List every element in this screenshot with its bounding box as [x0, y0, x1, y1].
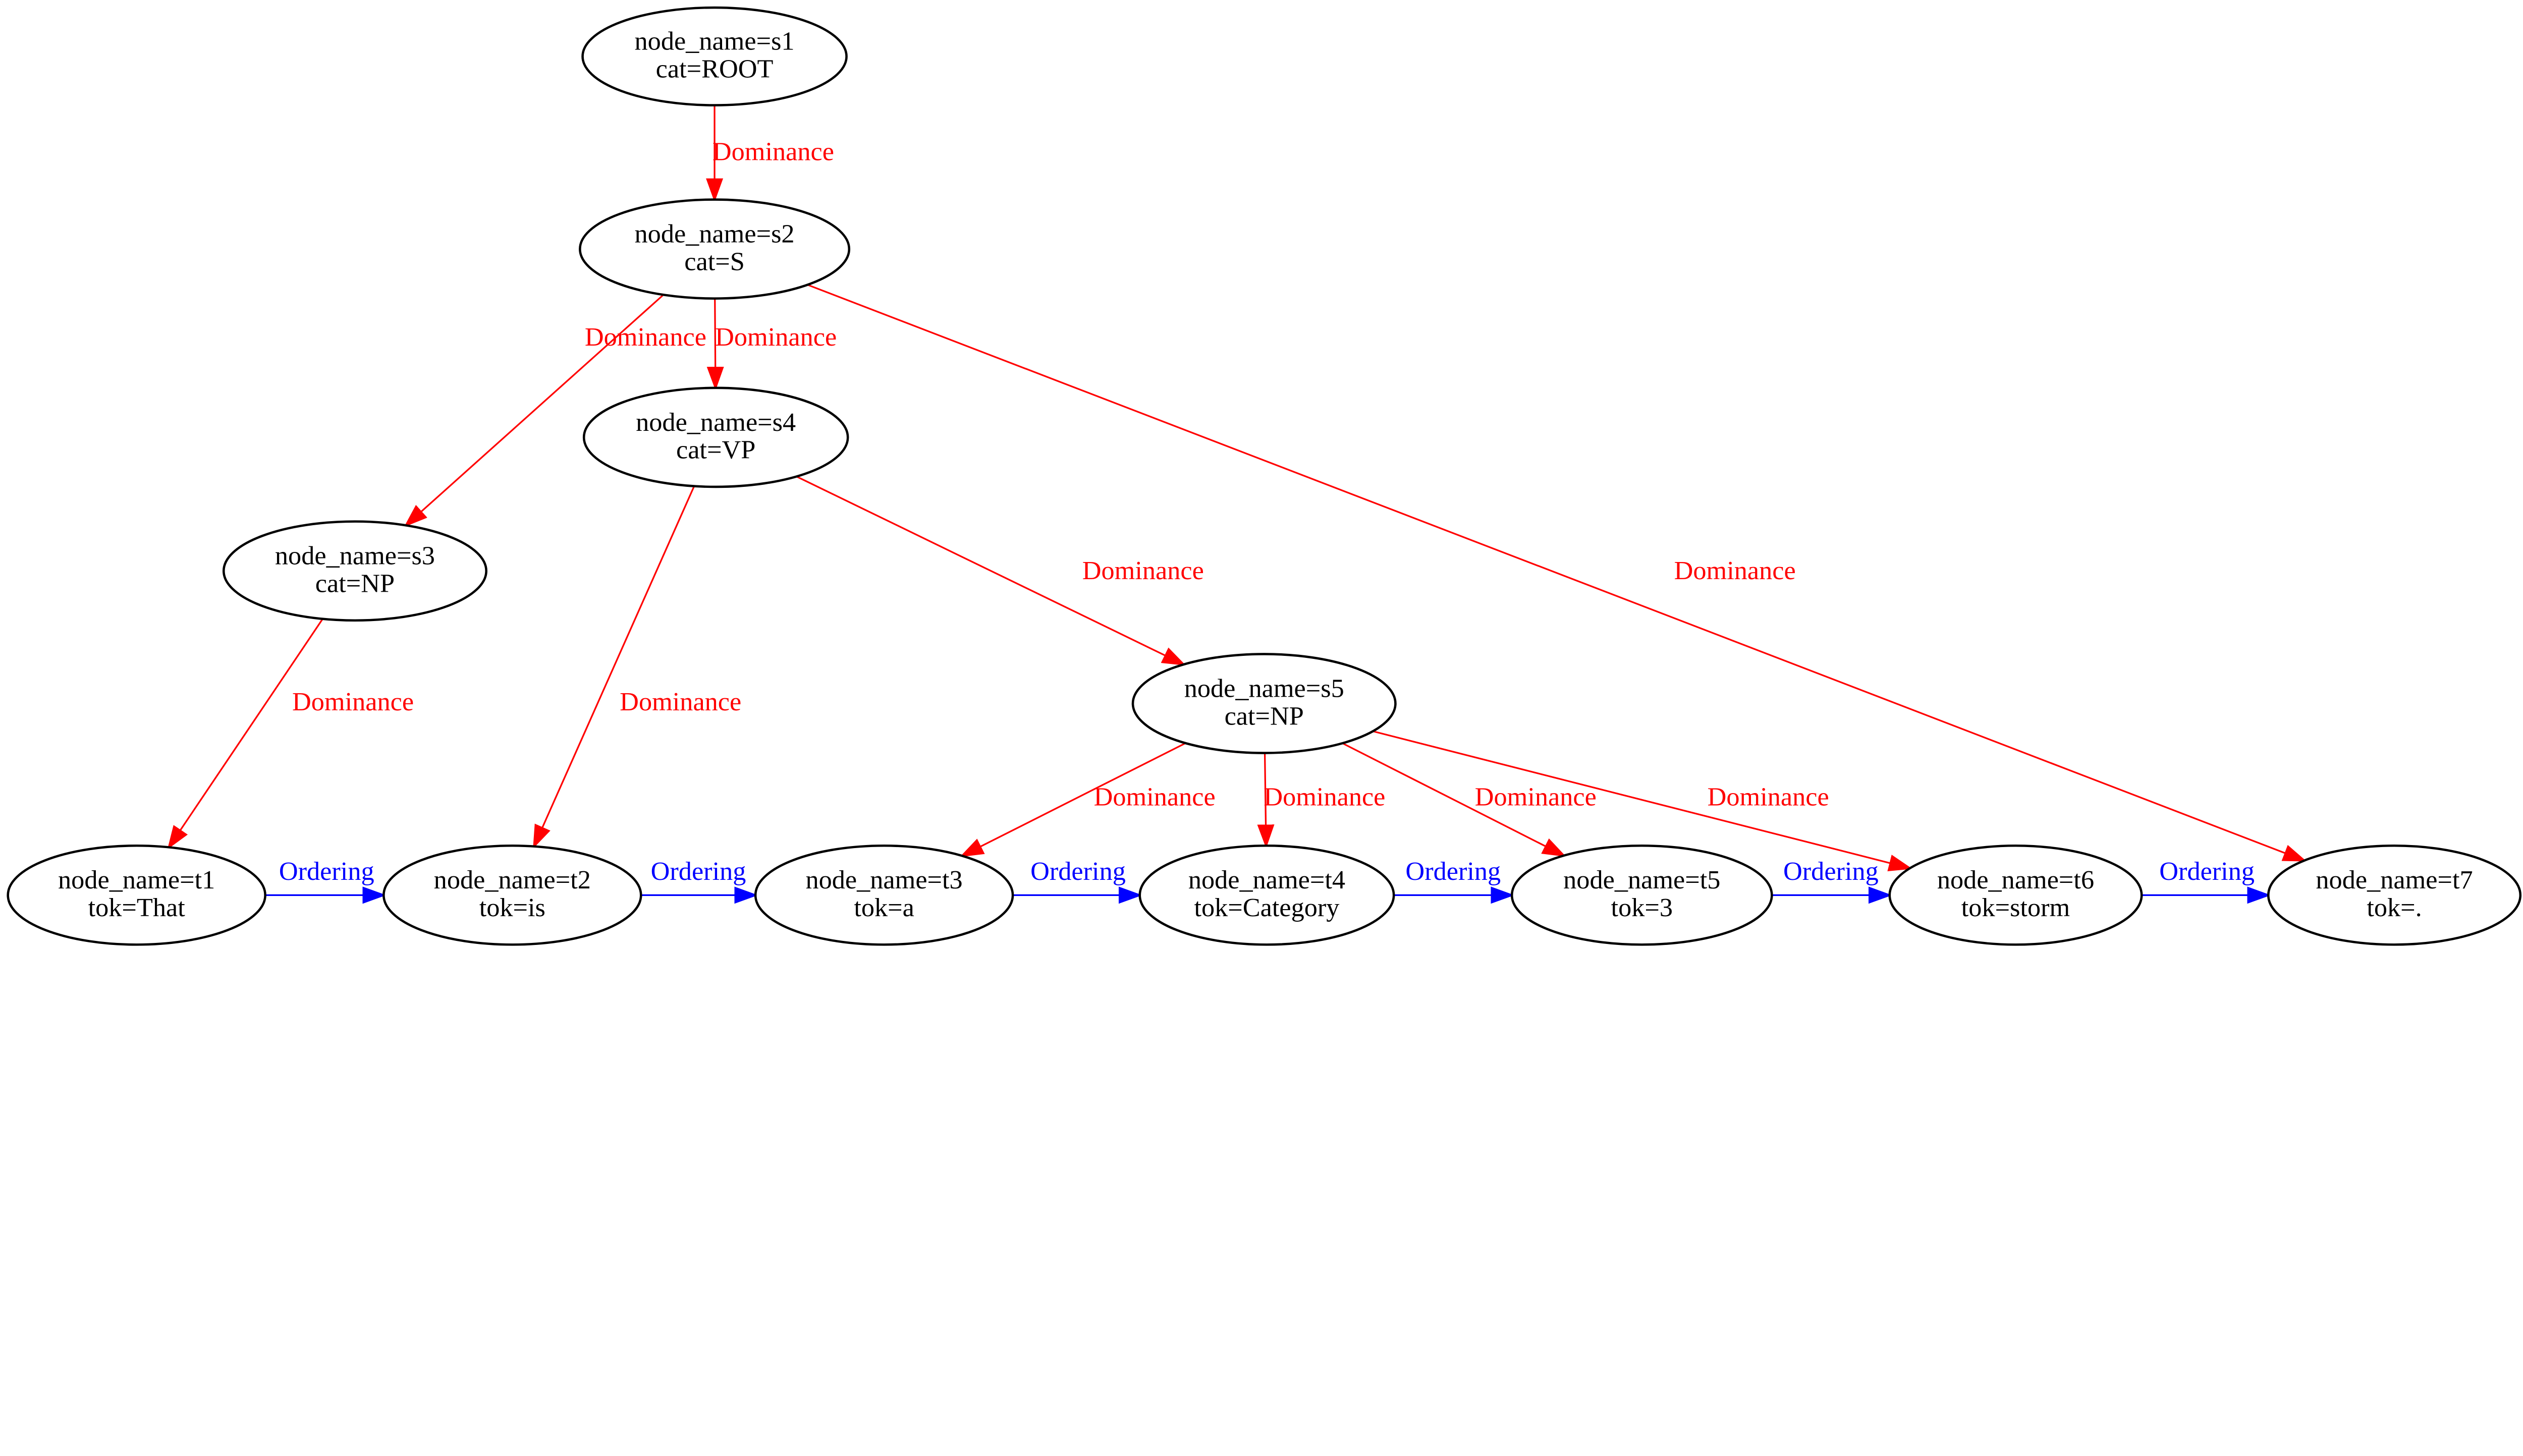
node-ellipse-s4: [582, 386, 849, 488]
node-label-line: node_name=t1: [58, 865, 215, 894]
node-layer: node_name=s1cat=ROOTnode_name=s2cat=Snod…: [7, 6, 2522, 946]
node-ellipse-t2: [382, 844, 642, 946]
node-label-line: tok=That: [88, 893, 186, 922]
node-label-line: cat=NP: [315, 569, 395, 598]
node-label-line: node_name=s1: [635, 27, 795, 56]
edge-t4-t5: Ordering: [1394, 857, 1515, 904]
dominance-edge-line: [807, 284, 2307, 862]
edge-s4-t2: Dominance: [533, 485, 741, 849]
edge-s2-s3: Dominance: [404, 294, 706, 527]
dominance-edge-label: Dominance: [1674, 556, 1796, 585]
dominance-edge-label: Dominance: [1082, 556, 1204, 585]
node-ellipse-t5: [1510, 844, 1773, 946]
node-label-line: node_name=t7: [2316, 865, 2473, 894]
node-ellipse-t7: [2267, 844, 2522, 946]
node-ellipse-t3: [754, 844, 1014, 946]
ordering-edge-label: Ordering: [1783, 857, 1879, 886]
ordering-edge-label: Ordering: [279, 857, 374, 886]
node-ellipse-t6: [1888, 844, 2143, 946]
node-ellipse-s3: [222, 520, 487, 622]
node-label-line: tok=is: [479, 893, 545, 922]
node-label-line: tok=a: [854, 893, 914, 922]
dominance-edge-label: Dominance: [1475, 782, 1597, 811]
dominance-edge-label: Dominance: [620, 687, 741, 716]
node-label-line: tok=.: [2367, 893, 2422, 922]
edge-s5-t6: Dominance: [1373, 730, 1913, 872]
edge-s2-s4: Dominance: [706, 298, 837, 391]
node-label-line: cat=VP: [676, 435, 755, 465]
edge-t1-t2: Ordering: [265, 857, 387, 904]
ordering-edge-label: Ordering: [651, 857, 746, 886]
ordering-edge-label: Ordering: [2159, 857, 2255, 886]
node-label-line: node_name=t4: [1188, 865, 1345, 894]
edge-s5-t5: Dominance: [1342, 742, 1597, 857]
edge-s5-t3: Dominance: [960, 742, 1216, 857]
node-label-line: cat=S: [684, 247, 745, 276]
dominance-edge-line: [796, 476, 1186, 666]
edge-s4-s5: Dominance: [796, 476, 1204, 666]
edge-t3-t4: Ordering: [1013, 857, 1142, 904]
node-ellipse-s1: [581, 6, 848, 106]
node-label-line: cat=NP: [1225, 701, 1304, 731]
node-label-line: node_name=t2: [434, 865, 591, 894]
node-label-line: node_name=s4: [636, 408, 796, 437]
node-label-line: node_name=t3: [805, 865, 962, 894]
edge-s1-s2: Dominance: [706, 105, 834, 202]
node-label-line: node_name=t5: [1563, 865, 1720, 894]
dominance-edge-line: [1373, 730, 1913, 872]
dominance-edge-label: Dominance: [712, 137, 834, 166]
edge-s5-t4: Dominance: [1257, 753, 1385, 849]
node-ellipse-s2: [579, 198, 851, 300]
dominance-edge-line: [167, 618, 323, 850]
dominance-edge-line: [706, 298, 724, 391]
dominance-edge-label: Dominance: [585, 322, 706, 352]
node-ellipse-t4: [1138, 844, 1395, 946]
node-ellipse-t1: [7, 844, 266, 946]
node-label-line: node_name=s5: [1184, 674, 1344, 703]
node-label-line: cat=ROOT: [656, 54, 774, 84]
dominance-edge-line: [404, 294, 664, 527]
edge-t5-t6: Ordering: [1772, 857, 1892, 904]
node-label-line: node_name=t6: [1937, 865, 2094, 894]
node-label-line: tok=3: [1611, 893, 1673, 922]
dominance-edge-line: [1257, 753, 1275, 849]
dominance-edge-label: Dominance: [715, 322, 837, 352]
ordering-edge-label: Ordering: [1405, 857, 1501, 886]
edge-s2-t7: Dominance: [807, 284, 2307, 862]
node-label-line: node_name=s2: [635, 219, 795, 249]
dominance-edge-label: Dominance: [292, 687, 414, 716]
node-ellipse-s5: [1131, 653, 1397, 754]
dominance-edge-label: Dominance: [1264, 782, 1385, 811]
node-label-line: tok=Category: [1194, 893, 1339, 922]
node-label-line: tok=storm: [1961, 893, 2070, 922]
ordering-edge-label: Ordering: [1030, 857, 1126, 886]
dominance-edge-label: Dominance: [1094, 782, 1216, 811]
edge-t2-t3: Ordering: [641, 857, 758, 904]
dominance-edge-label: Dominance: [1708, 782, 1829, 811]
edge-s3-t1: Dominance: [167, 618, 414, 850]
edge-t6-t7: Ordering: [2142, 857, 2271, 904]
node-label-line: node_name=s3: [275, 541, 435, 571]
dominance-edge-line: [960, 742, 1186, 857]
dominance-edge-line: [533, 485, 695, 849]
dominance-edge-line: [1342, 742, 1566, 857]
